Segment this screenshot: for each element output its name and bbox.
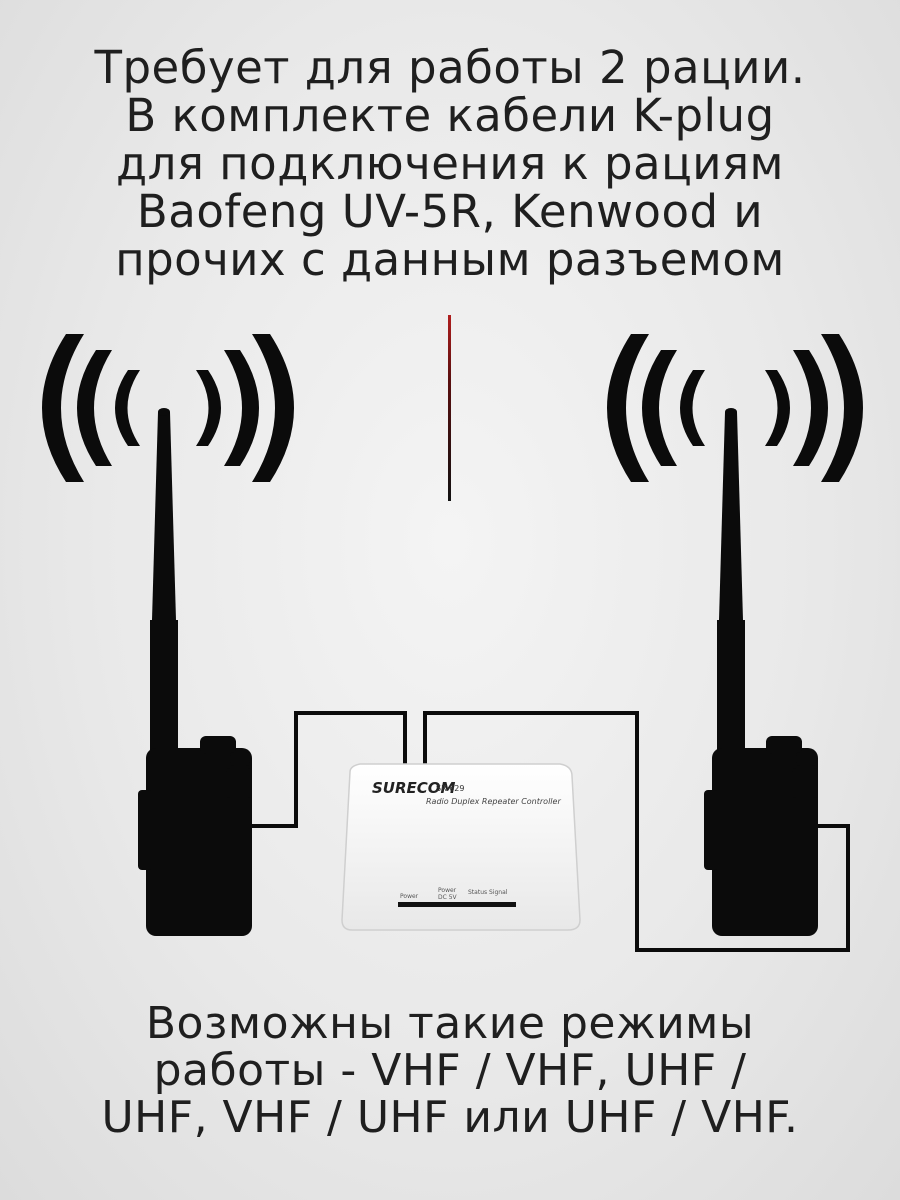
connection-cables	[252, 711, 850, 952]
footer-line-1: Возможны такие режимы	[145, 998, 755, 1049]
repeater-controller-device: SURECOM SR-629 Radio Duplex Repeater Con…	[341, 763, 581, 931]
header-line-3: для подключения к рациям	[116, 137, 784, 190]
footer-line-2: работы - VHF / VHF, UHF /	[153, 1045, 747, 1096]
header-line-2: В комплекте кабели K-plug	[125, 89, 775, 142]
device-subtitle: Radio Duplex Repeater Controller	[426, 797, 561, 806]
header-line-1: Требует для работы 2 рации.	[94, 41, 806, 94]
device-slot	[398, 902, 516, 907]
device-brand: SURECOM	[372, 779, 456, 797]
device-port-label-3: DC 5V	[438, 894, 458, 901]
header-line-4: Baofeng UV-5R, Kenwood и	[136, 185, 764, 238]
footer-text: Возможны такие режимы работы - VHF / VHF…	[0, 1000, 900, 1141]
device-port-label-4: Status Signal	[468, 889, 508, 896]
device-port-label-2: Power	[438, 887, 457, 894]
device-port-label-1: Power	[400, 893, 419, 900]
header-text: Требует для работы 2 рации. В комплекте …	[0, 44, 900, 284]
device-model: SR-629	[436, 784, 464, 793]
left-radio-icon	[138, 408, 252, 936]
right-signal-waves-icon	[607, 334, 863, 482]
repeater-diagram: SURECOM SR-629 Radio Duplex Repeater Con…	[42, 315, 863, 952]
footer-line-3: UHF, VHF / UHF или UHF / VHF.	[101, 1092, 799, 1143]
right-radio-icon	[704, 408, 818, 936]
left-signal-waves-icon	[42, 334, 294, 482]
center-divider-line	[448, 315, 451, 501]
header-line-5: прочих с данным разъемом	[115, 233, 785, 286]
